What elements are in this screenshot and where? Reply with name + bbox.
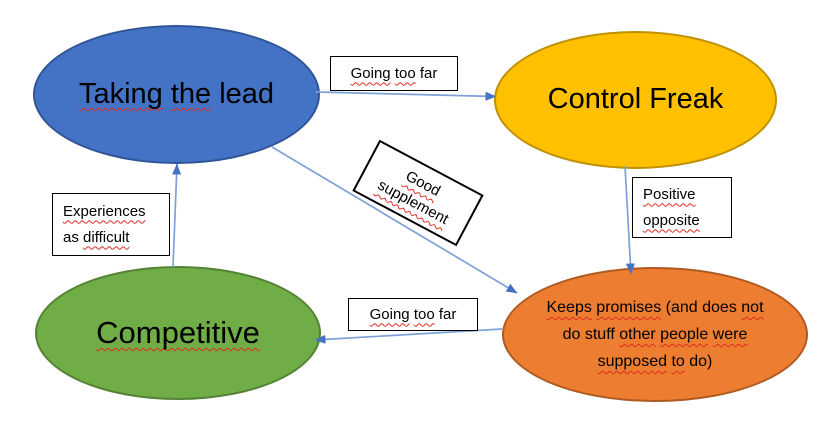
node-control-freak-label: Control Freak (547, 83, 724, 116)
node-taking-the-lead[interactable]: Taking the lead (33, 25, 320, 164)
node-competitive-label: Competitive (96, 315, 260, 351)
node-competitive[interactable]: Competitive (35, 266, 321, 400)
connector-control-freak-to-keeps-promises[interactable] (624, 165, 635, 275)
node-taking-the-lead-label: Taking the lead (78, 77, 275, 110)
connector-taking-lead-to-keeps-promises[interactable] (271, 146, 518, 294)
label-going-too-far-bottom[interactable]: Going too far (348, 298, 478, 331)
connector-taking-lead-to-control-freak[interactable] (315, 91, 497, 101)
label-going-too-far-top-text: Going too far (350, 64, 438, 82)
label-going-too-far-bottom-text: Going too far (369, 305, 457, 323)
label-going-too-far-top[interactable]: Going too far (330, 56, 458, 91)
connector-competitive-to-taking-lead[interactable] (172, 163, 182, 268)
